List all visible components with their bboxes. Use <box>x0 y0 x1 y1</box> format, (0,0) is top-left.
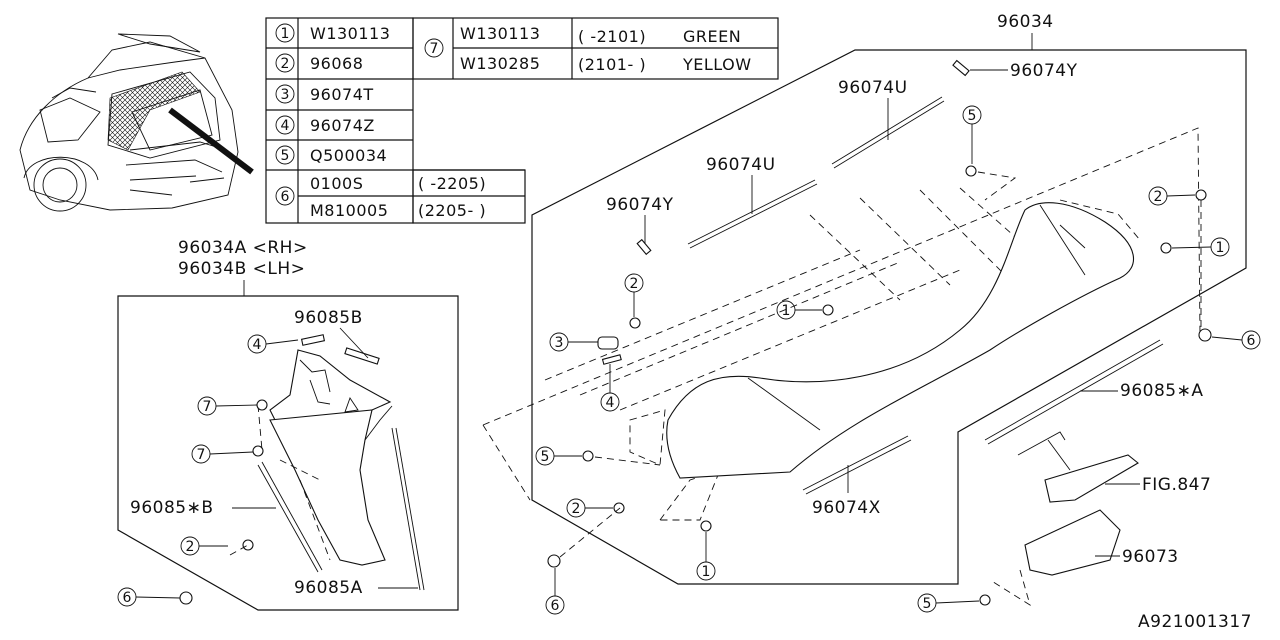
main-frame <box>531 49 1247 585</box>
legend-part-7a: W130113 <box>460 24 540 43</box>
vehicle-thumbnail <box>19 33 254 212</box>
legend-part-5: Q500034 <box>310 146 387 165</box>
main-callout-2c: 2 <box>566 498 613 518</box>
main-callout-5c: 5 <box>917 593 980 613</box>
legend-row-4: 4 96074Z <box>275 115 375 135</box>
label-96074U-mid: 96074U <box>706 155 776 175</box>
svg-text:5: 5 <box>541 449 550 465</box>
side-title-rh: 96034A <RH> <box>178 238 308 258</box>
svg-text:4: 4 <box>606 395 615 411</box>
svg-text:2: 2 <box>186 539 195 555</box>
svg-text:3: 3 <box>555 335 564 351</box>
main-callout-3: 3 <box>549 332 598 352</box>
legend-part-2: 96068 <box>310 54 363 73</box>
label-96073: 96073 <box>1122 547 1179 567</box>
legend-num-1: 1 <box>281 26 290 42</box>
legend-range-6b: (2205- ) <box>418 201 486 220</box>
legend-row-7: 7 W130113 ( -2101) GREEN W130285 (2101- … <box>424 24 752 74</box>
legend-part-7b: W130285 <box>460 54 540 73</box>
legend-range-6a: ( -2205) <box>418 174 486 193</box>
legend-row-1: 1 W130113 <box>275 23 390 43</box>
svg-text:6: 6 <box>551 598 560 614</box>
svg-text:6: 6 <box>1247 333 1256 349</box>
main-callout-1b: 1 <box>776 300 822 320</box>
legend-part-4: 96074Z <box>310 116 375 135</box>
main-trim-panel <box>666 202 1134 479</box>
legend-range-7b: (2101- ) <box>578 55 646 74</box>
svg-text:1: 1 <box>1216 240 1225 256</box>
label-96074U-top: 96074U <box>838 78 908 98</box>
side-callout-4: 4 <box>247 334 299 354</box>
svg-text:2: 2 <box>572 501 581 517</box>
label-96074Y-mid: 96074Y <box>606 195 674 215</box>
legend-num-6: 6 <box>281 189 290 205</box>
legend-color-7a: GREEN <box>683 27 741 46</box>
svg-text:1: 1 <box>702 564 711 580</box>
legend-num-7: 7 <box>430 41 439 57</box>
main-callout-6a: 6 <box>1211 330 1261 350</box>
svg-text:2: 2 <box>630 276 639 292</box>
label-96085starB: 96085∗B <box>130 498 214 518</box>
legend-part-6b: M810005 <box>310 201 388 220</box>
svg-text:4: 4 <box>253 337 262 353</box>
legend-range-7a: ( -2101) <box>578 27 646 46</box>
svg-text:6: 6 <box>123 590 132 606</box>
side-callout-6: 6 <box>117 587 181 607</box>
main-callout-1a: 1 <box>1171 237 1230 257</box>
side-callout-7b: 7 <box>191 444 254 464</box>
legend-num-2: 2 <box>281 56 290 72</box>
main-callout-2b: 2 <box>624 273 644 317</box>
side-panel-section: 96034A <RH> 96034B <LH> 96085B 96085∗B 9… <box>117 238 459 611</box>
side-callout-7a: 7 <box>197 396 258 416</box>
label-96085B: 96085B <box>294 308 363 328</box>
legend-part-1: W130113 <box>310 24 390 43</box>
label-FIG847: FIG.847 <box>1142 475 1211 495</box>
main-section: 96034 <box>482 12 1261 615</box>
legend-row-2: 2 96068 <box>275 53 363 73</box>
svg-text:2: 2 <box>1154 189 1163 205</box>
svg-text:7: 7 <box>197 447 206 463</box>
legend-part-3: 96074T <box>310 85 374 104</box>
side-panel-frame <box>117 295 459 611</box>
legend-row-6: 6 0100S ( -2205) M810005 (2205- ) <box>275 174 486 220</box>
legend-part-6a: 0100S <box>310 174 363 193</box>
label-96074Y-top: 96074Y <box>1010 61 1078 81</box>
main-callout-5b: 5 <box>535 446 582 466</box>
side-callout-2: 2 <box>180 536 228 556</box>
label-96074X: 96074X <box>812 498 881 518</box>
main-callout-2a: 2 <box>1148 186 1196 206</box>
label-96034: 96034 <box>997 12 1054 32</box>
legend-color-7b: YELLOW <box>682 55 752 74</box>
side-title-lh: 96034B <LH> <box>178 259 305 279</box>
main-callout-4: 4 <box>600 364 620 412</box>
main-callout-5a: 5 <box>962 105 982 164</box>
main-callout-6b: 6 <box>545 568 565 615</box>
main-callout-1c: 1 <box>696 532 716 581</box>
svg-text:5: 5 <box>968 108 977 124</box>
legend-num-3: 3 <box>281 87 290 103</box>
legend-num-5: 5 <box>281 148 290 164</box>
legend-num-4: 4 <box>281 118 290 134</box>
legend-row-3: 3 96074T <box>275 84 374 104</box>
label-96085starA: 96085∗A <box>1120 381 1203 401</box>
svg-text:1: 1 <box>782 303 791 319</box>
svg-text:7: 7 <box>203 399 212 415</box>
label-96085A-side: 96085A <box>294 578 363 598</box>
reference-code: A921001317 <box>1138 612 1252 632</box>
legend-row-5: 5 Q500034 <box>275 145 387 165</box>
legend-table: 1 W130113 2 96068 3 96074T 4 96074Z 5 Q5… <box>265 17 779 224</box>
svg-text:5: 5 <box>923 596 932 612</box>
